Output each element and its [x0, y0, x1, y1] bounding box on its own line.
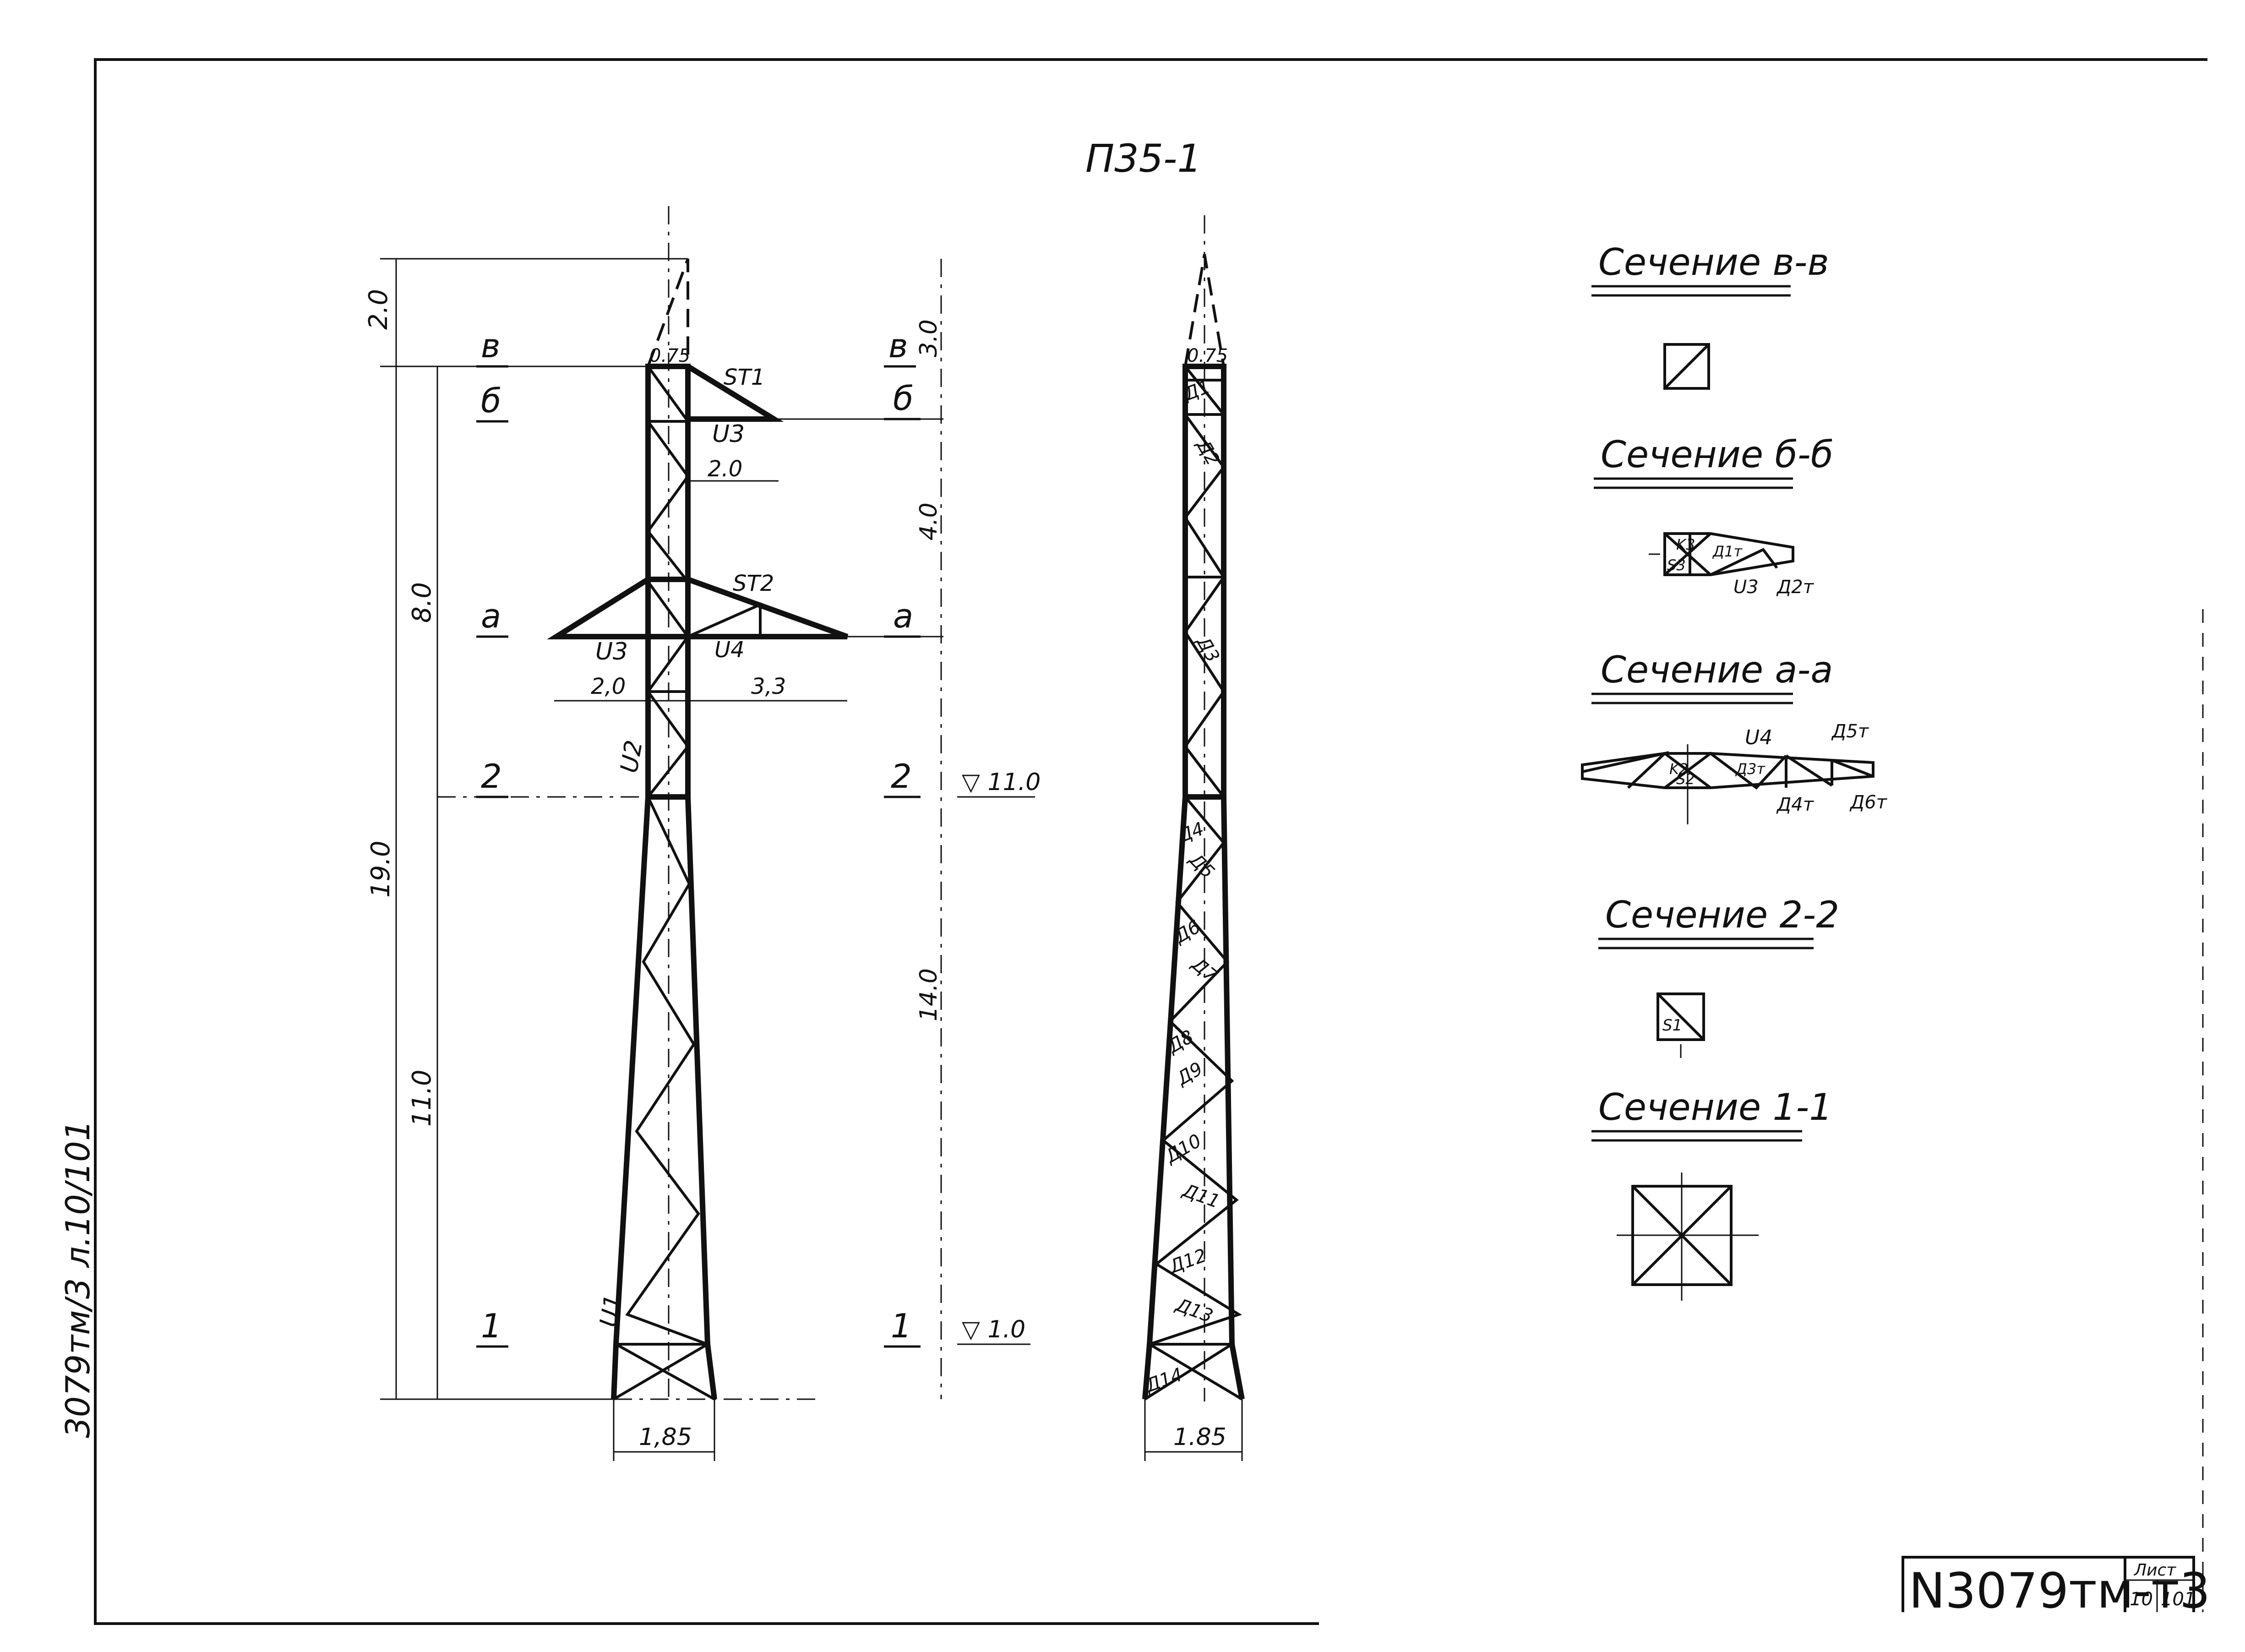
diagonal-label: Д7 [1187, 953, 1221, 987]
dim-right-upper: 4.0 [915, 502, 943, 540]
section-aa-label: Д3т [1735, 760, 1765, 778]
side-base-width: 1.85 [1173, 1423, 1226, 1451]
sheet-stamp [1902, 1556, 2195, 1612]
drawing-title: П35-1 [1085, 136, 1202, 181]
member-u3-upper: U3 [712, 420, 745, 448]
dim-lower: 11.0 [407, 1069, 437, 1127]
diagonal-label: Д2 [1192, 435, 1223, 469]
section-aa-label: S2 [1676, 770, 1695, 788]
stamp-number: N3079тм-т3 [1909, 1563, 2210, 1619]
mark-v-left: в [481, 327, 500, 365]
dim-right-lower: 14.0 [915, 968, 943, 1021]
side-top-width: 0.75 [1187, 345, 1228, 366]
side-stamp: 3079тм/3 л.10/101 [59, 1120, 97, 1438]
section-22-label: S1 [1662, 1016, 1682, 1035]
section-bb-title: Сечение б-б [1601, 433, 1833, 476]
section-bb: Сечение б-б S3 K3 Д1т U3 Д2т [1594, 433, 1833, 598]
stamp-total: 101 [2161, 1589, 2196, 1610]
member-u2: U2 [616, 738, 648, 775]
section-aa-label: Д4т [1776, 794, 1815, 815]
section-bb-label: K3 [1676, 536, 1695, 553]
level-mid: ▽ 11.0 [962, 769, 1041, 796]
section-bb-label: U3 [1733, 577, 1759, 598]
mark-1-left: 1 [481, 1307, 502, 1345]
dim-base: 1,85 [639, 1423, 692, 1451]
mark-1-right: 1 [891, 1307, 912, 1345]
section-aa: Сечение а-а U4 Д5т K2 S2 Д3т Д4т Д6т [1581, 649, 1888, 824]
diagonal-label: Д13 [1172, 1294, 1216, 1327]
level-low: ▽ 1.0 [962, 1316, 1025, 1343]
section-22-title: Сечение 2-2 [1605, 894, 1839, 936]
mark-a-left: а [481, 597, 501, 635]
member-u4: U4 [714, 637, 745, 663]
section-aa-title: Сечение а-а [1601, 649, 1833, 691]
mark-2-left: 2 [481, 757, 502, 796]
section-bb-label: Д2т [1776, 577, 1815, 598]
dim-upper: 8.0 [407, 582, 437, 623]
mark-a-right: а [893, 597, 913, 635]
section-vv-title: Сечение в-в [1598, 241, 1829, 284]
diagonal-label: Д3 [1192, 632, 1223, 666]
section-vv: Сечение в-в [1591, 241, 1829, 390]
section-bb-label: S3 [1667, 556, 1686, 574]
section-bb-label: Д1т [1712, 543, 1743, 560]
section-aa-label: Д6т [1849, 792, 1888, 813]
dim-upper-arm: 2.0 [708, 456, 742, 482]
dim-mid-arm-left: 2,0 [591, 674, 626, 699]
section-marks-left: в б а 2 1 [476, 327, 508, 1348]
dim-total: 19.0 [366, 840, 396, 898]
mark-2-right: 2 [891, 757, 912, 796]
stamp-sheet-label: Лист [2133, 1561, 2176, 1580]
dim-crossarm-width: 0.75 [649, 345, 690, 366]
front-view [380, 206, 1035, 1461]
section-marks-right: в б а 2 1 [884, 327, 921, 1348]
section-22: Сечение 2-2 S1 [1598, 894, 1839, 1058]
section-aa-label: U4 [1745, 726, 1772, 749]
member-s-t2: ST2 [733, 571, 774, 596]
mark-b-right: б [893, 379, 913, 418]
member-s-t1: ST1 [724, 365, 765, 390]
diagonal-label: Д4 [1174, 818, 1207, 847]
member-u3-lower: U3 [595, 638, 628, 665]
member-u1: U1 [595, 1292, 627, 1329]
diagonal-label: Д9 [1172, 1058, 1206, 1090]
stamp-sheet: 10 [2130, 1589, 2153, 1610]
section-aa-label: Д5т [1831, 721, 1869, 742]
dim-top: 2.0 [364, 289, 393, 330]
dim-mid-arm-right: 3,3 [751, 674, 786, 699]
drawing-frame [94, 58, 2207, 1625]
mark-v-right: в [888, 327, 908, 365]
section-aa-label: K2 [1669, 760, 1688, 778]
mark-b-left: б [481, 382, 501, 420]
section-11: Сечение 1-1 [1591, 1086, 1832, 1301]
section-11-title: Сечение 1-1 [1598, 1086, 1832, 1129]
dim-right-top: 3.0 [915, 319, 943, 357]
side-view [1142, 215, 1245, 1461]
